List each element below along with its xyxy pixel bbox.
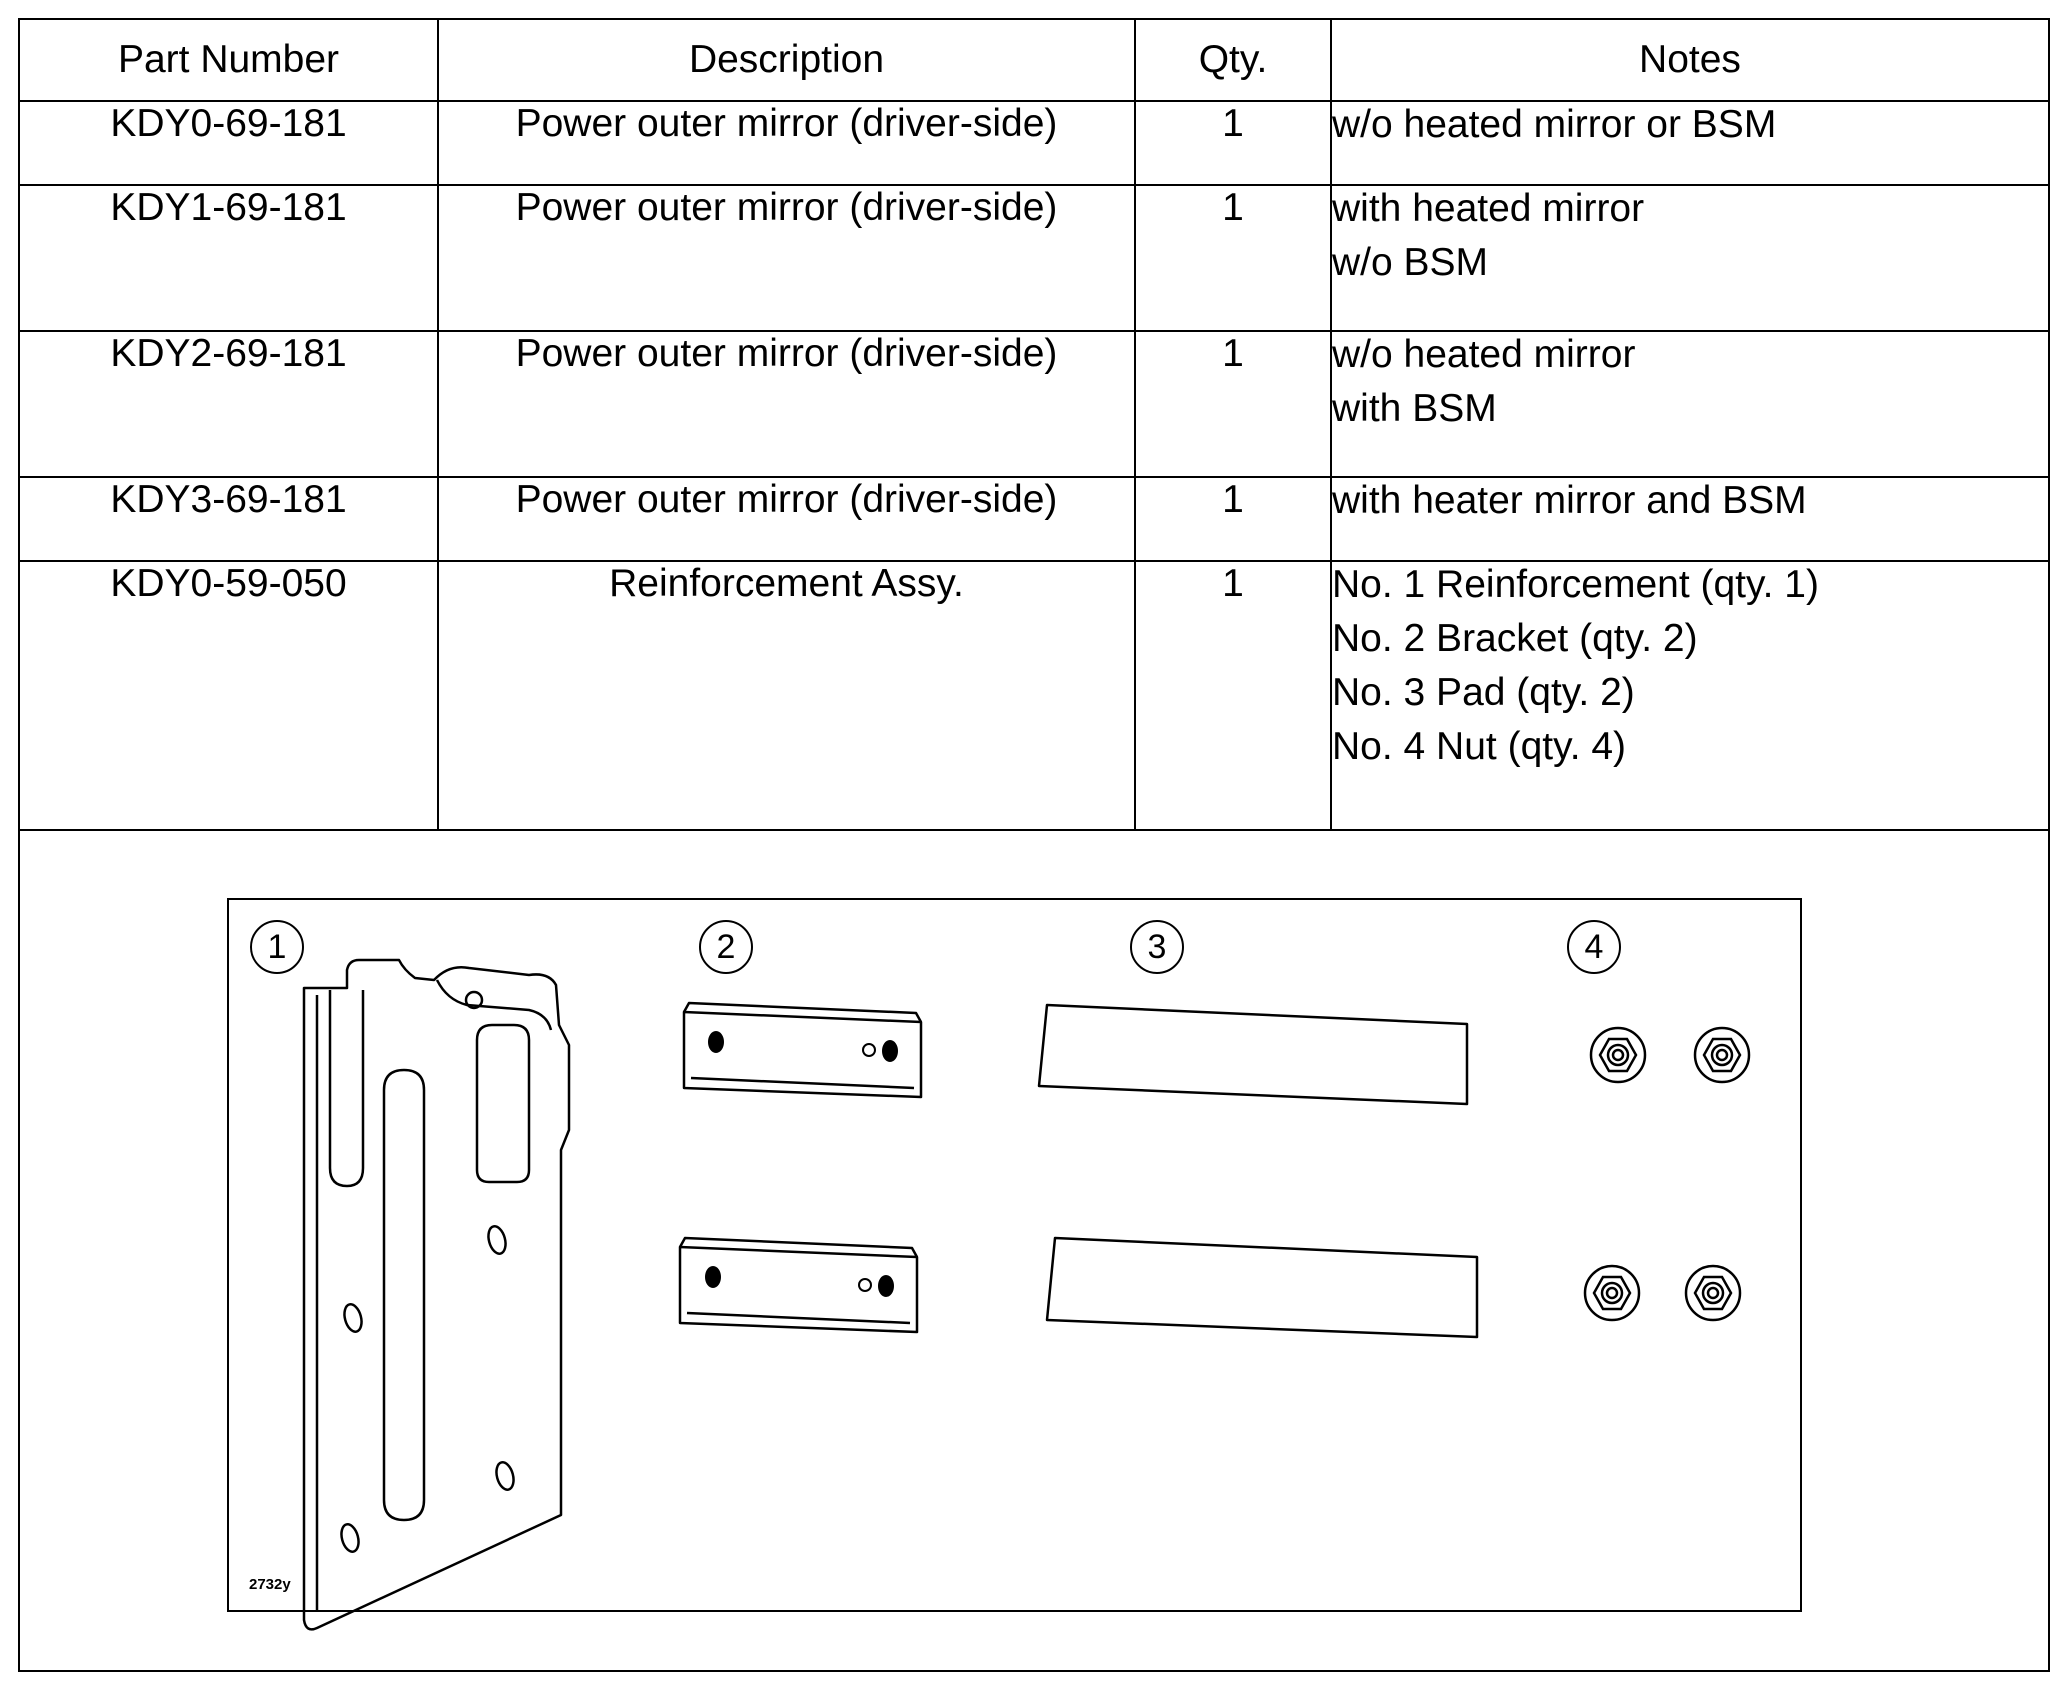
- description-cell: Power outer mirror (driver-side): [437, 330, 1136, 478]
- notes-cell: No. 1 Reinforcement (qty. 1) No. 2 Brack…: [1330, 560, 2048, 831]
- note-line: No. 3 Pad (qty. 2): [1332, 671, 1635, 714]
- table-row: KDY2-69-181 Power outer mirror (driver-s…: [20, 330, 2048, 478]
- part-number-cell: KDY0-69-181: [20, 100, 439, 186]
- header-qty: Qty.: [1134, 20, 1332, 102]
- callout-1: 1: [250, 920, 304, 974]
- parts-illustration: 1 2 3 4 2732y: [227, 898, 1802, 1631]
- table-row: KDY0-59-050 Reinforcement Assy. 1 No. 1 …: [20, 560, 2048, 831]
- bracket-illustration: [678, 1001, 923, 1334]
- note-line: with heater mirror and BSM: [1332, 479, 1807, 522]
- note-line: No. 1 Reinforcement (qty. 1): [1332, 563, 1819, 606]
- description-cell: Power outer mirror (driver-side): [437, 100, 1136, 186]
- table-header-row: Part Number Description Qty. Notes: [20, 20, 2048, 102]
- note-line: w/o heated mirror: [1332, 333, 1636, 376]
- header-description: Description: [437, 20, 1136, 102]
- callout-2: 2: [699, 920, 753, 974]
- note-line: No. 4 Nut (qty. 4): [1332, 725, 1627, 768]
- qty-cell: 1: [1134, 184, 1332, 332]
- note-line: with BSM: [1332, 387, 1497, 430]
- reinforcement-illustration: [302, 958, 571, 1631]
- part-number-cell: KDY1-69-181: [20, 184, 439, 332]
- header-notes: Notes: [1330, 20, 2048, 102]
- note-line: No. 2 Bracket (qty. 2): [1332, 617, 1698, 660]
- table-row: KDY0-69-181 Power outer mirror (driver-s…: [20, 100, 2048, 186]
- header-part-number: Part Number: [20, 20, 439, 102]
- qty-cell: 1: [1134, 100, 1332, 186]
- pad-illustration: [1037, 1003, 1479, 1339]
- note-line: w/o BSM: [1332, 241, 1489, 284]
- qty-cell: 1: [1134, 330, 1332, 478]
- qty-cell: 1: [1134, 560, 1332, 831]
- notes-cell: w/o heated mirror with BSM: [1330, 330, 2048, 478]
- parts-sheet: Part Number Description Qty. Notes KDY0-…: [18, 18, 2050, 1672]
- description-cell: Power outer mirror (driver-side): [437, 476, 1136, 562]
- callout-4: 4: [1567, 920, 1621, 974]
- qty-cell: 1: [1134, 476, 1332, 562]
- part-number-cell: KDY2-69-181: [20, 330, 439, 478]
- parts-table: Part Number Description Qty. Notes KDY0-…: [20, 20, 2048, 831]
- description-cell: Reinforcement Assy.: [437, 560, 1136, 831]
- callout-3: 3: [1130, 920, 1184, 974]
- note-line: w/o heated mirror or BSM: [1332, 103, 1777, 146]
- nut-illustration: [1583, 1026, 1751, 1322]
- table-row: KDY1-69-181 Power outer mirror (driver-s…: [20, 184, 2048, 332]
- description-cell: Power outer mirror (driver-side): [437, 184, 1136, 332]
- part-number-cell: KDY3-69-181: [20, 476, 439, 562]
- table-row: KDY3-69-181 Power outer mirror (driver-s…: [20, 476, 2048, 562]
- figure-id: 2732y: [249, 1576, 291, 1593]
- notes-cell: w/o heated mirror or BSM: [1330, 100, 2048, 186]
- part-number-cell: KDY0-59-050: [20, 560, 439, 831]
- note-line: with heated mirror: [1332, 187, 1645, 230]
- notes-cell: with heated mirror w/o BSM: [1330, 184, 2048, 332]
- notes-cell: with heater mirror and BSM: [1330, 476, 2048, 562]
